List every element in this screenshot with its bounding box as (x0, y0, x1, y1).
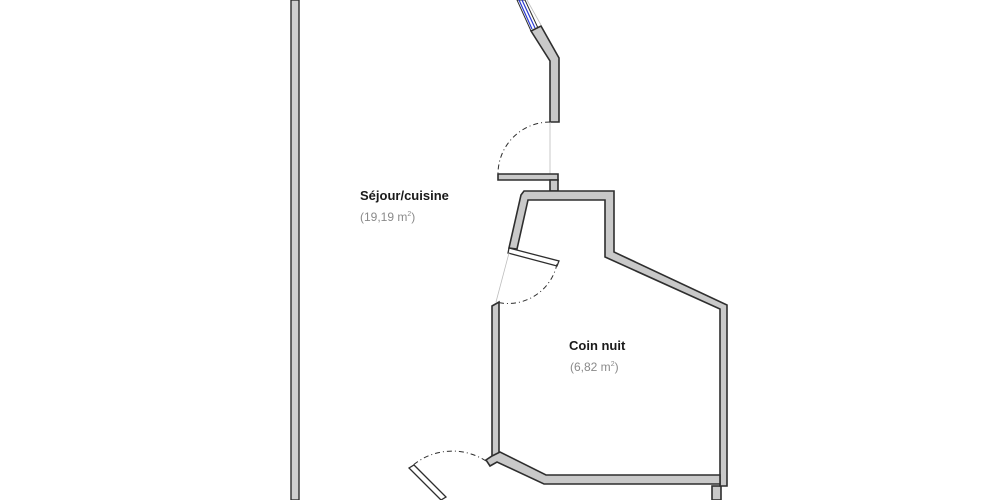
wall-stub-horizontal (497, 173, 559, 181)
wall-segment-bottom-right (711, 485, 722, 500)
wall-coin-nuit-bottom (484, 451, 721, 485)
door-coin-nuit (495, 247, 560, 304)
wall-coin-nuit-left (491, 300, 500, 457)
door-sejour-upper (497, 121, 551, 175)
wall-upper-diagonal (529, 24, 560, 123)
room-label-sejour: Séjour/cuisine (19,19 m2) (360, 188, 449, 224)
room-name-coin-nuit: Coin nuit (569, 338, 626, 353)
window-top (516, 0, 542, 32)
room-area-sejour: (19,19 m2) (360, 210, 415, 224)
room-label-coin-nuit: Coin nuit (6,82 m2) (569, 338, 626, 374)
room-area-coin-nuit: (6,82 m2) (570, 360, 619, 374)
room-name-sejour: Séjour/cuisine (360, 188, 449, 203)
wall-connector (549, 179, 559, 192)
door-bottom-left (407, 450, 487, 500)
outer-wall-left (290, 0, 300, 500)
